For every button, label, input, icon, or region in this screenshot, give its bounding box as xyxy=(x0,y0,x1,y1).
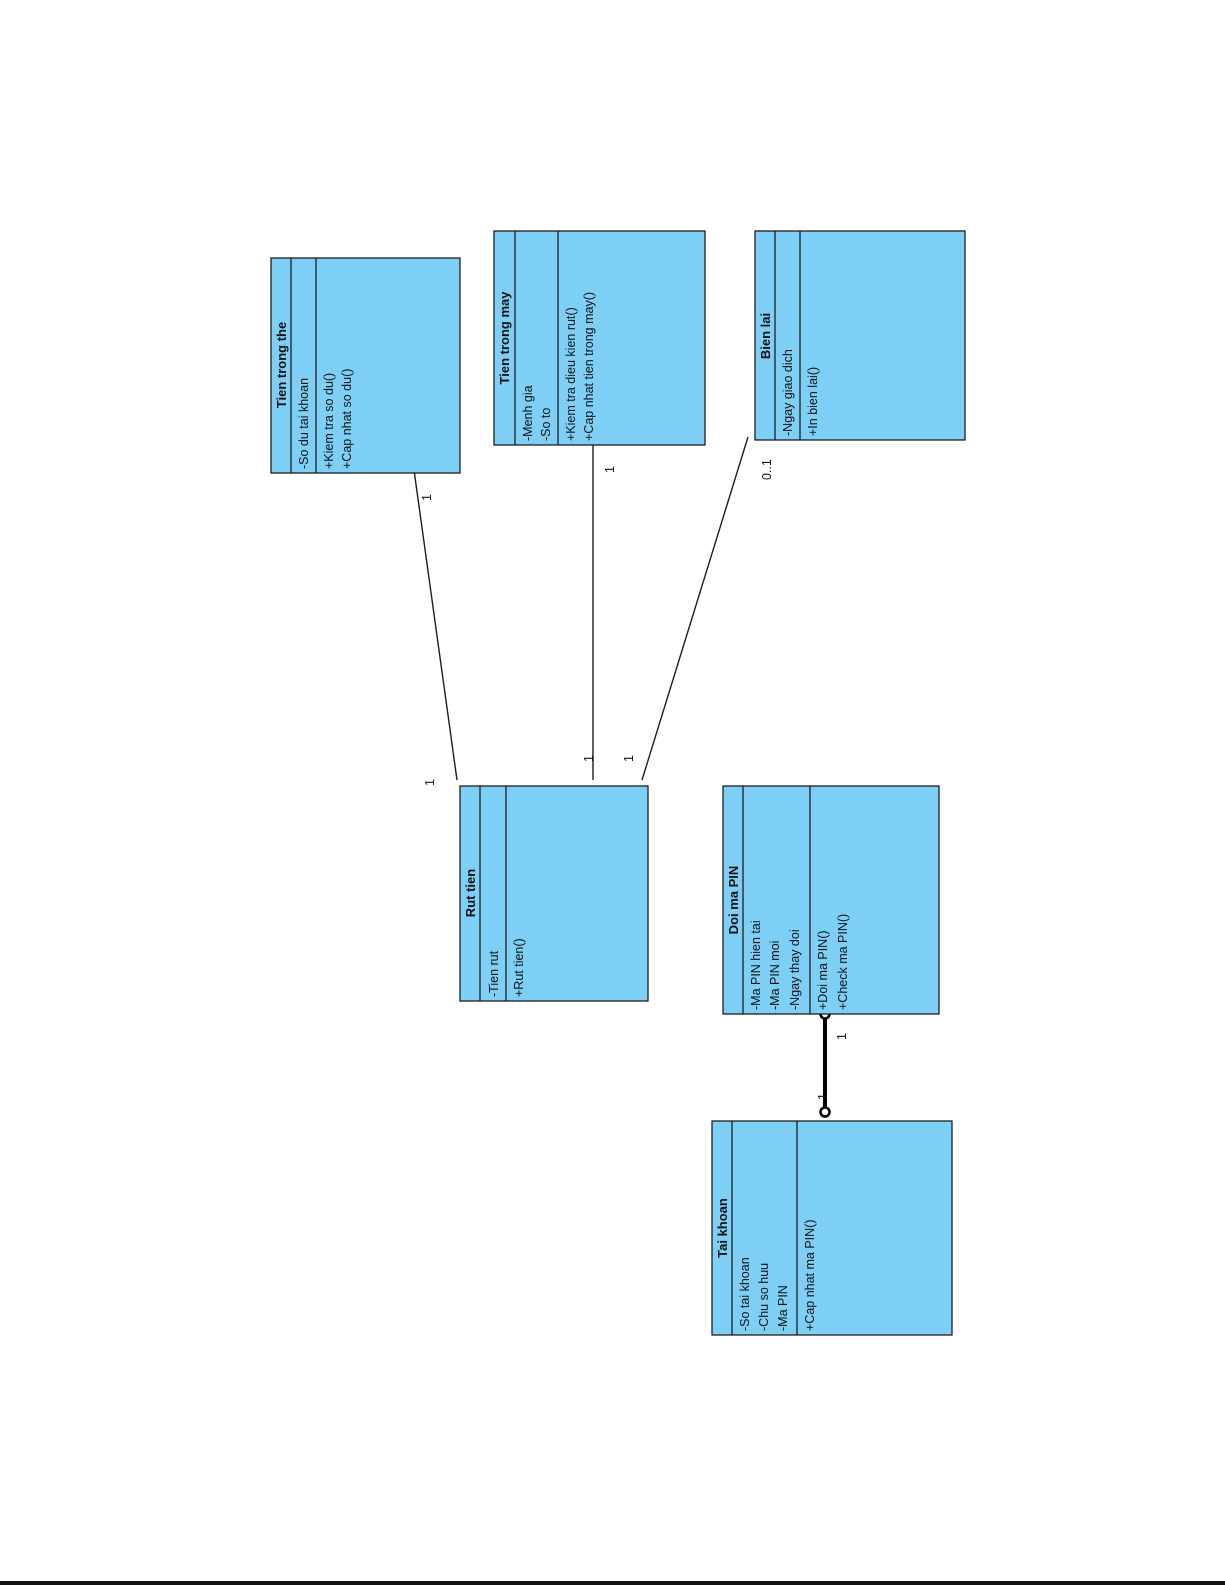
class-attribute: -Ngay giao dich xyxy=(781,349,795,436)
class-operation: +Kiem tra dieu kien rut() xyxy=(564,307,578,441)
class-attribute: -Ma PIN hien tai xyxy=(749,920,763,1010)
association-rut-tien-tien-trong-the xyxy=(413,469,458,781)
association-rut-tien-bien-lai xyxy=(641,436,749,781)
class-title: Tai khoan xyxy=(715,1198,730,1258)
class-attribute: -Tien rut xyxy=(487,950,501,997)
class-tien-trong-may: Tien trong may -Menh gia -So to +Kiem tr… xyxy=(493,230,706,446)
class-operation: +Cap nhat tien trong may() xyxy=(582,292,596,441)
mult-rut-tien-to-bien-lai: 1 xyxy=(622,755,636,762)
class-attribute: -Ma PIN xyxy=(776,1285,790,1331)
class-operation: +Cap nhat so du() xyxy=(340,369,354,469)
class-attribute: -Ngay thay doi xyxy=(788,929,802,1010)
class-title: Doi ma PIN xyxy=(726,866,741,935)
mult-doi-ma-pin: 1 xyxy=(835,1033,849,1040)
class-operation: +Cap nhat ma PIN() xyxy=(803,1219,817,1331)
class-title: Tien trong the xyxy=(274,322,289,408)
class-operation: +Doi ma PIN() xyxy=(816,930,830,1010)
mult-rut-tien-to-may: 1 xyxy=(582,755,596,762)
class-operation: +Check ma PIN() xyxy=(836,914,850,1010)
class-attribute: -Chu so huu xyxy=(757,1263,771,1331)
class-attribute: -So du tai khoan xyxy=(297,378,311,469)
mult-tai-khoan: 1 xyxy=(816,1093,830,1100)
mult-bien-lai: 0..1 xyxy=(760,459,774,480)
class-attribute: -Menh gia xyxy=(521,385,535,441)
class-attribute: -So to xyxy=(539,408,553,441)
class-rut-tien: Rut tien -Tien rut +Rut tien() xyxy=(459,785,649,1002)
association-end-tai-khoan xyxy=(819,1106,831,1118)
class-title: Bien lai xyxy=(758,313,773,359)
class-attribute: -Ma PIN moi xyxy=(768,941,782,1010)
class-tai-khoan: Tai khoan -So tai khoan -Chu so huu -Ma … xyxy=(711,1120,953,1336)
class-title: Rut tien xyxy=(463,869,478,917)
mult-tien-trong-the: 1 xyxy=(420,494,434,501)
class-bien-lai: Bien lai -Ngay giao dich +In bien lai() xyxy=(754,230,966,441)
class-operation: +Rut tien() xyxy=(512,938,526,997)
page-bottom-border xyxy=(0,1581,1225,1585)
mult-rut-tien-to-the: 1 xyxy=(423,779,437,786)
class-operation: +In bien lai() xyxy=(806,367,820,436)
mult-tien-trong-may: 1 xyxy=(603,466,617,473)
class-title: Tien trong may xyxy=(497,291,512,385)
class-operation: +Kiem tra so du() xyxy=(322,373,336,469)
class-attribute: -So tai khoan xyxy=(738,1257,752,1331)
class-tien-trong-the: Tien trong the -So du tai khoan +Kiem tr… xyxy=(270,257,461,474)
class-doi-ma-pin: Doi ma PIN -Ma PIN hien tai -Ma PIN moi … xyxy=(722,785,940,1015)
